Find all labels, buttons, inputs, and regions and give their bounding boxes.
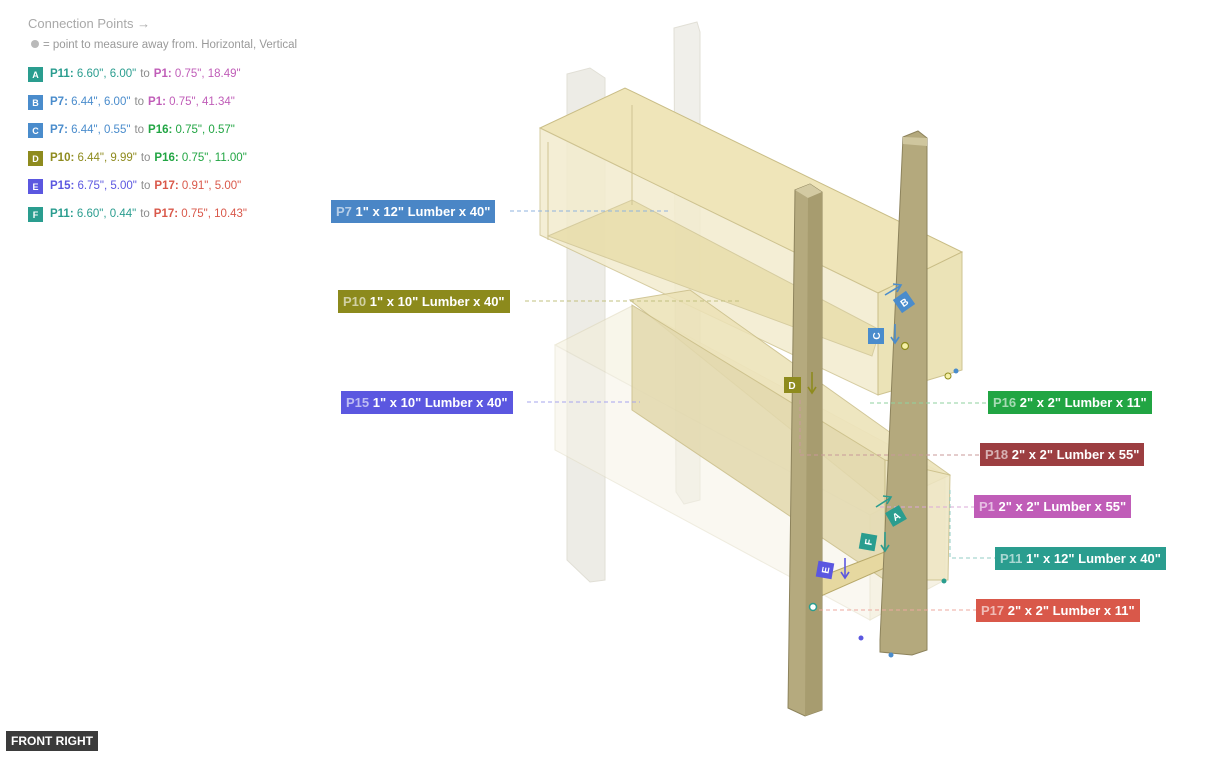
marker-f: F	[858, 532, 878, 552]
marker-e: E	[815, 560, 835, 580]
from-part: P15:	[50, 180, 75, 192]
connection-badge: F	[28, 207, 43, 222]
part-label-p11: P11 1" x 12" Lumber x 40"	[995, 547, 1166, 570]
part-label-p10: P10 1" x 10" Lumber x 40"	[338, 290, 510, 313]
connection-markers: B C D A F E	[784, 290, 916, 580]
from-values: 6.75", 5.00"	[77, 180, 137, 192]
part-label-p17: P17 2" x 2" Lumber x 11"	[976, 599, 1140, 622]
from-part: P10:	[50, 152, 75, 164]
part-label-p18: P18 2" x 2" Lumber x 55"	[980, 443, 1145, 466]
to-part: P1:	[148, 96, 166, 108]
svg-text:F: F	[864, 538, 876, 546]
from-part: P11:	[50, 68, 74, 80]
to-values: 0.75", 18.49"	[174, 68, 241, 80]
to-part: P16:	[148, 124, 173, 136]
from-part: P11:	[50, 208, 74, 220]
to-values: 0.75", 10.43"	[181, 208, 248, 220]
to-values: 0.91", 5.00"	[181, 180, 242, 192]
to-word: to	[140, 208, 150, 220]
from-values: 6.44", 0.55"	[71, 124, 131, 136]
to-word: to	[134, 96, 145, 108]
part-label-p15: P15 1" x 10" Lumber x 40"	[341, 391, 513, 414]
connection-badge: A	[28, 67, 43, 82]
legend-title: Connection Points →	[28, 16, 151, 31]
svg-text:D: D	[788, 381, 795, 392]
svg-text:E: E	[820, 566, 832, 575]
front-right-post	[879, 130, 928, 656]
to-part: P17:	[153, 208, 179, 220]
part-label-p7: P7 1" x 12" Lumber x 40"	[331, 200, 496, 223]
to-values: 0.75", 11.00"	[181, 152, 247, 164]
to-part: P17:	[154, 180, 179, 192]
to-word: to	[140, 152, 151, 164]
marker-b: B	[892, 290, 916, 314]
to-word: to	[134, 124, 145, 136]
to-values: 0.75", 0.57"	[175, 124, 235, 136]
legend-note-text: = point to measure away from. Horizontal…	[43, 39, 298, 51]
marker-c: C	[868, 328, 884, 344]
to-part: P16:	[154, 152, 179, 164]
from-values: 6.60", 0.44"	[76, 208, 137, 220]
view-label[interactable]: FRONT RIGHT	[6, 731, 98, 751]
connection-dots	[808, 341, 959, 658]
front-left-post	[787, 183, 823, 717]
connection-badge: B	[28, 95, 43, 110]
connection-badge: C	[28, 123, 43, 138]
connection-points-legend: Connection Points → = point to measure a…	[28, 16, 348, 236]
from-values: 6.60", 6.00"	[76, 68, 137, 80]
legend-note: = point to measure away from. Horizontal…	[31, 39, 348, 51]
point-dot-icon	[31, 40, 39, 48]
marker-a: A	[885, 505, 907, 527]
marker-d: D	[784, 377, 801, 393]
to-values: 0.75", 41.34"	[169, 96, 235, 108]
svg-text:A: A	[891, 511, 903, 524]
connection-badge: D	[28, 151, 43, 166]
connection-arrows	[807, 283, 903, 580]
from-values: 6.44", 9.99"	[77, 152, 137, 164]
from-values: 6.44", 6.00"	[71, 96, 131, 108]
part-label-p1: P1 2" x 2" Lumber x 55"	[974, 495, 1132, 518]
to-word: to	[140, 68, 150, 80]
to-part: P1:	[153, 68, 172, 80]
connection-badge: E	[28, 179, 43, 194]
svg-text:C: C	[872, 332, 883, 339]
to-word: to	[140, 180, 151, 192]
from-part: P7:	[50, 96, 68, 108]
from-part: P7:	[50, 124, 68, 136]
part-label-p16: P16 2" x 2" Lumber x 11"	[988, 391, 1152, 414]
